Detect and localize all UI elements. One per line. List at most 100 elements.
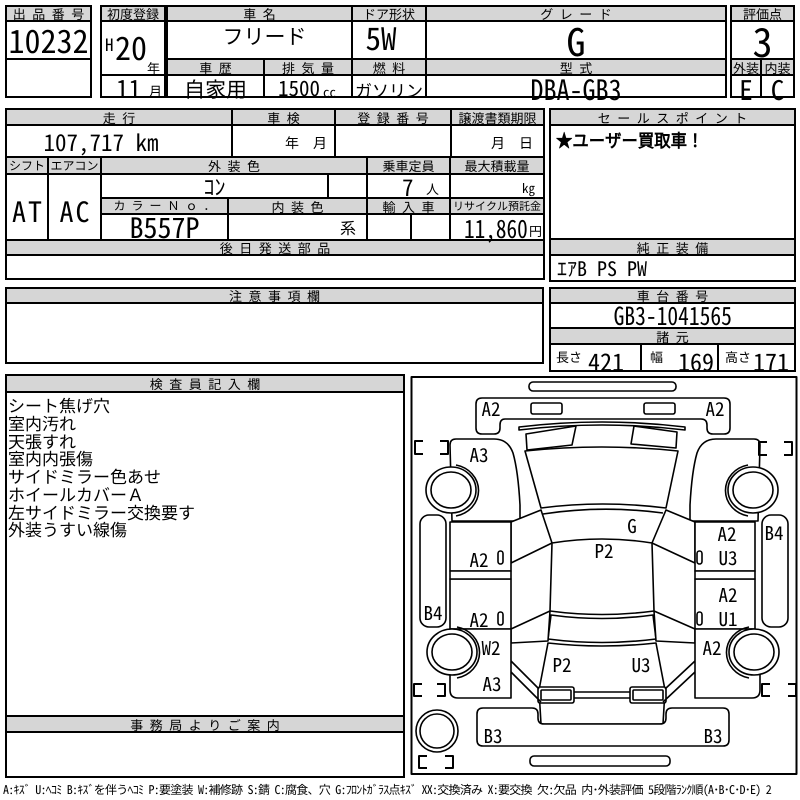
score-value: 3 (730, 20, 795, 60)
color-no-value: B557P (100, 213, 229, 241)
reg-no-value (334, 124, 452, 158)
door-band-right (694, 570, 756, 580)
equipment-body: ｴｱB PS PW (549, 254, 796, 282)
tail-light-left-inner (540, 689, 572, 701)
sales-point-body: ★ユーザー買取車！ (549, 124, 796, 240)
label-windshield: G (627, 512, 637, 539)
first-reg-month: 11 (116, 70, 142, 106)
recycle-unit: 円 (529, 221, 543, 240)
shaken-value: 年 月 (231, 124, 336, 158)
label-bumper-left: B3 (483, 722, 502, 749)
label-quarter-rear-left-b: A3 (482, 670, 501, 697)
label-door-front-right-b: U3 (718, 544, 737, 571)
bracket-front-right (758, 441, 793, 456)
aircon-value: AC (47, 173, 102, 241)
first-reg-month-cell (100, 74, 166, 98)
tail-light-right-inner (632, 689, 664, 701)
inspector-note: シート焦げ穴 (8, 392, 110, 417)
label-sill-right: B4 (764, 519, 783, 546)
history-header: 車 歴 (166, 58, 265, 76)
label-fender-front-left: A3 (469, 441, 488, 468)
door-front-right (694, 521, 756, 572)
exterior-grade: E (730, 74, 762, 102)
sill-right (761, 514, 789, 628)
capacity-unit: 人 (426, 179, 440, 198)
label-gate-a: P2 (552, 651, 571, 678)
model-value: DBA-GB3 (425, 74, 727, 103)
car-name-value: フリード (166, 20, 353, 60)
inspector-note: 外装うすい線傷 (8, 516, 127, 542)
spec-height-value: 171 (753, 343, 789, 378)
sales-point-body-text: ★ユーザー買取車！ (556, 127, 704, 153)
bracket-front-left (414, 440, 449, 455)
wheel-rear-right-inner (733, 633, 775, 671)
shift-value: AT (5, 173, 49, 241)
door-handle-rear-right (696, 611, 703, 626)
arch-rear-right (725, 626, 750, 679)
label-door-rear-right-a: A2 (718, 581, 737, 608)
door-band-left (449, 570, 512, 580)
inspector-note: ホイールカバーＡ (8, 480, 144, 506)
label-quarter-rear-right: A2 (702, 634, 721, 661)
capacity-header: 乗車定員 (366, 156, 451, 175)
first-reg-header: 初度登録 (100, 5, 166, 22)
windshield (524, 446, 679, 509)
diagram-shapes (410, 376, 798, 775)
wiper-left (525, 425, 577, 451)
spec-width-cell (640, 343, 719, 372)
inspector-note: 室内内張傷 (8, 445, 93, 471)
fuel-value: ガソリン (351, 74, 427, 98)
spec-length-cell (549, 343, 642, 372)
door-handle-front-left (497, 550, 504, 565)
label-front-right: A2 (705, 395, 724, 422)
model-value-text: DBA-GB3 (530, 68, 622, 109)
license-lines (574, 691, 630, 699)
recycle-amount: 11,860 (464, 210, 528, 246)
label-door-rear-left: A2 (469, 606, 488, 633)
label-front-left: A2 (481, 395, 500, 422)
door-handle-rear-left (497, 611, 504, 626)
first-reg-era: H (105, 31, 114, 56)
front-trim-strip (528, 381, 677, 392)
inspector-note: サイドミラー色あせ (8, 463, 161, 488)
first-reg-year-unit: 年 (147, 58, 161, 77)
label-door-front-right-a: A2 (717, 520, 736, 547)
inspector-notes-list: シート焦げ穴 室内汚れ 天張すれ 室内内張傷 サイドミラー色あせ ホイールカバー… (8, 396, 400, 538)
score-header: 評価点 (730, 5, 795, 22)
spare-tire-inner (419, 713, 455, 749)
connector-rear-left (510, 660, 542, 703)
label-door-rear-right-b: U1 (718, 605, 737, 632)
first-reg-month-unit: 月 (149, 81, 163, 100)
rear-trim-strip (529, 755, 671, 767)
label-roof: P2 (594, 537, 613, 564)
displacement-value-num: 1500 (278, 73, 320, 103)
label-gate-b: U3 (631, 651, 650, 678)
legend-line: A:ｷｽﾞ U:ﾍｺﾐ B:ｷｽﾞを伴うﾍｺﾐ P:要塗装 W:補修跡 S:錆 … (3, 781, 772, 798)
door-handle-front-right (696, 550, 703, 565)
ext-color-sub (327, 173, 368, 199)
mileage-value: 107,717 km (5, 124, 233, 158)
chassis-value: GB3-1041565 (549, 302, 796, 329)
first-reg-year: 20 (115, 24, 148, 70)
transfer-value: 月 日 (450, 124, 545, 158)
spec-length-label: 長さ (556, 347, 583, 366)
rear-window (547, 614, 657, 644)
door-shape-value: 5W (351, 20, 427, 60)
spec-height-label: 高さ (725, 347, 752, 366)
interior-grade: C (760, 74, 795, 102)
spec-length-value: 421 (588, 343, 624, 378)
bracket-spare (418, 755, 454, 769)
grade-value: G (425, 20, 727, 60)
ext-color-value: ｺﾝ (100, 173, 329, 199)
notes-body (5, 302, 544, 364)
capacity-num: 7 (402, 169, 414, 203)
lot-number-empty (5, 58, 92, 98)
fuel-header: 燃 料 (351, 58, 427, 76)
displacement-unit: cc (323, 82, 336, 101)
later-parts-value (5, 254, 545, 280)
import-value-b (410, 213, 451, 241)
label-sill-left: B4 (423, 599, 442, 626)
inspector-note: 天張すれ (8, 427, 76, 453)
inspector-note: 左サイドミラー交換要す (8, 498, 195, 524)
